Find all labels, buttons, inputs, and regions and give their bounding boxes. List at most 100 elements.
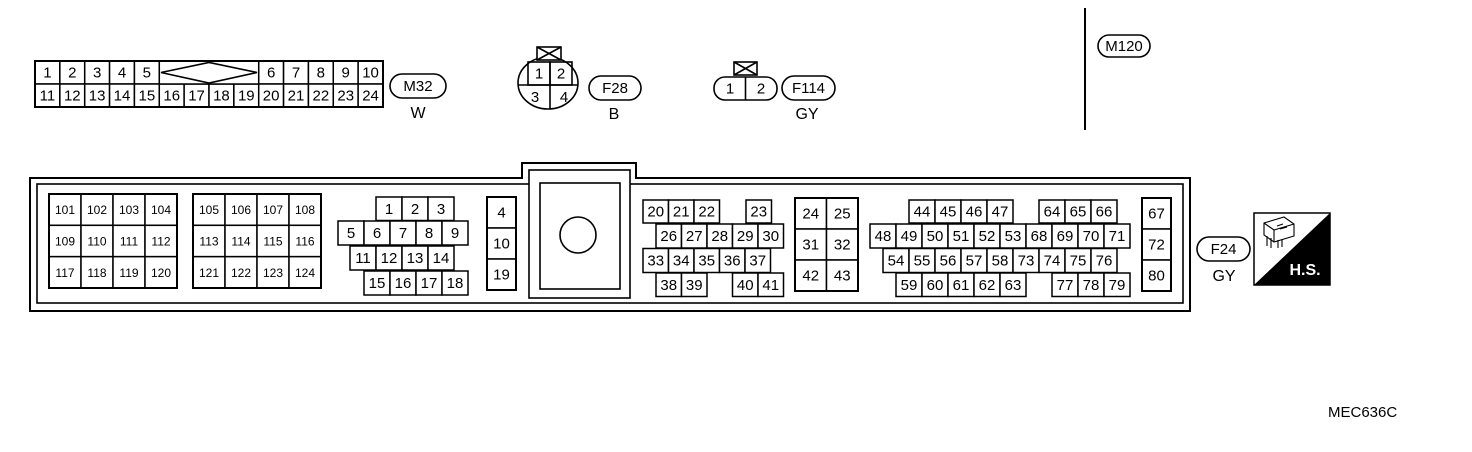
pin-cavity [1038, 247, 1066, 274]
blank-cavity [158, 60, 260, 85]
pin-number: 3 [437, 201, 445, 218]
pin-number: 42 [802, 268, 819, 285]
pin-cell: 77 [1051, 272, 1079, 298]
pin-cavity [80, 224, 114, 258]
connector-f114-tag: F114 [781, 75, 836, 101]
pin-number: 78 [1083, 277, 1100, 294]
pin-cavity [1090, 247, 1118, 274]
pin-number: 24 [802, 206, 819, 223]
pin-cell: 34 [667, 247, 695, 274]
pin-number: 21 [288, 88, 305, 105]
pin-number: 7 [292, 65, 300, 82]
pin-cell: 20 [642, 199, 670, 224]
pin-number: 76 [1096, 253, 1113, 270]
pin-cell: 1 [34, 60, 61, 85]
pin-number: 102 [87, 203, 107, 217]
pin-cell: 80 [1141, 259, 1172, 292]
pin-cell: 24 [357, 83, 384, 108]
pin-number: 80 [1148, 268, 1165, 285]
pin-number: 110 [87, 235, 106, 249]
pin-number: 103 [119, 203, 139, 217]
pin-cell: 16 [389, 270, 417, 296]
pin-cell: 32 [825, 228, 859, 261]
pin-cell: 70 [1077, 223, 1105, 249]
pin-cell: 33 [642, 247, 670, 274]
wire-color: GY [795, 106, 818, 123]
pin-cavity [363, 220, 391, 246]
pin-cell: 4 [486, 196, 517, 229]
pin-cavity [908, 247, 936, 274]
pin-cell: 61 [947, 272, 975, 298]
pin-cell: 75 [1064, 247, 1092, 274]
pin-cell: 68 [1025, 223, 1053, 249]
connector-f114: 1 2 [713, 61, 778, 101]
pin-number: 72 [1148, 237, 1165, 254]
pin-number: 32 [834, 237, 851, 254]
connector-id: F114 [792, 80, 825, 97]
pin-number: 19 [493, 267, 510, 284]
pin-number: 64 [1044, 204, 1061, 221]
pin-cell: 12 [375, 245, 403, 271]
pin-cell: 9 [332, 60, 359, 85]
pin-number: 26 [660, 228, 677, 245]
pin-block-outline [794, 197, 859, 292]
pin-block-outline [192, 193, 322, 289]
pin-number: 18 [213, 88, 230, 105]
harness-connector-icon [1263, 216, 1295, 248]
pin-number: 36 [724, 253, 741, 270]
connector-f24-tag: F24 [1196, 236, 1251, 262]
pin-cell: 5 [337, 220, 365, 246]
center-bolt-icon [559, 216, 597, 254]
pin-number: 54 [888, 253, 905, 270]
pin-cell: 104 [144, 193, 178, 227]
pin-cell: 13 [83, 83, 111, 108]
pin-cell: 112 [144, 224, 178, 258]
pin-number: 14 [433, 250, 450, 267]
pin-number: 12 [381, 250, 398, 267]
pin-cell: 36 [718, 247, 746, 274]
pin-cell: 35 [693, 247, 721, 274]
pin-number: 27 [686, 228, 703, 245]
pin-cell: 79 [1103, 272, 1131, 298]
pin-cell: 47 [986, 199, 1014, 224]
pin-block-outline [48, 193, 178, 289]
pin-number: 107 [263, 203, 283, 217]
lock-tab-cross [536, 46, 562, 61]
pin-cell: 109 [48, 224, 82, 258]
pin-cell: 27 [680, 223, 708, 249]
pin-number: 10 [362, 65, 379, 82]
pin-number: 2 [411, 201, 419, 218]
pin-cavity [1103, 272, 1131, 298]
pin-cavity [642, 247, 670, 274]
pin-cavity [745, 199, 773, 224]
pin-cell: 40 [731, 272, 759, 298]
pin-cell: 31 [794, 228, 828, 261]
pin-number: 121 [199, 266, 219, 280]
pin-cell: 6 [257, 60, 285, 85]
pin-cell: 20 [257, 83, 285, 108]
lock-tab-cross [733, 61, 758, 76]
pin-number: 39 [686, 277, 703, 294]
pin-cell: 23 [332, 83, 359, 108]
pin-number: 109 [55, 235, 75, 249]
pin-cavity [441, 220, 469, 246]
pin-number: 15 [369, 275, 386, 292]
pin-number: 2 [757, 81, 765, 98]
pin-cell: 56 [934, 247, 962, 274]
pin-number: 34 [673, 253, 690, 270]
pin-number: 16 [395, 275, 412, 292]
pin-cell: 6 [363, 220, 391, 246]
pin-cell: 5 [133, 60, 161, 85]
pin-cavity [693, 247, 721, 274]
pin-cell: 11 [349, 245, 377, 271]
pin-number: 58 [992, 253, 1009, 270]
pin-number: 77 [1057, 277, 1074, 294]
